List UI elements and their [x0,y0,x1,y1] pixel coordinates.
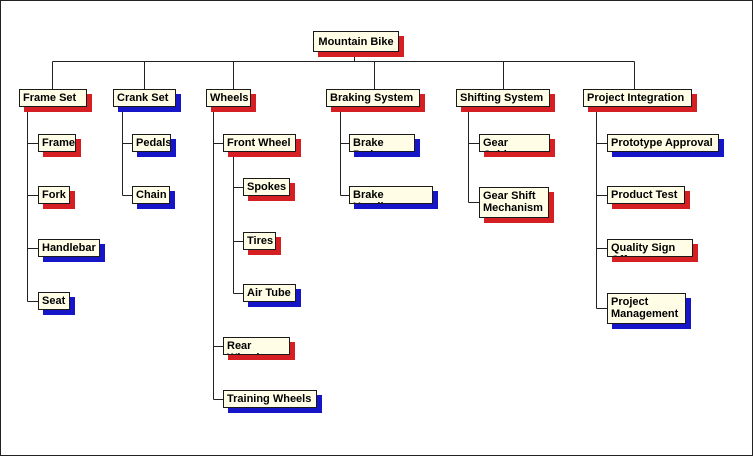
node-braking-system: Braking System [326,89,420,107]
node-chain: Chain [132,186,170,204]
node-fork: Fork [38,186,70,204]
node-rear-wheel: Rear Wheel [223,337,290,355]
node-handlebar: Handlebar [38,239,100,257]
node-prototype-approval: Prototype Approval [607,134,719,152]
node-seat: Seat [38,292,70,310]
node-spokes: Spokes [243,178,290,196]
node-gear-cables: Gear Cables [479,134,550,152]
node-pedals: Pedals [132,134,171,152]
node-training-wheels: Training Wheels [223,390,317,408]
node-project-integration: Project Integration [583,89,692,107]
node-brake-pads: Brake Pads [349,134,415,152]
node-quality-sign-off: Quality Sign Off [607,239,693,257]
node-mountain-bike: Mountain Bike [313,31,399,52]
node-front-wheel: Front Wheel [223,134,296,152]
node-brake-handles: Brake Handles [349,186,433,204]
node-air-tube: Air Tube [243,284,296,302]
node-project-management: Project Management [607,293,686,324]
node-frame: Frame [38,134,76,152]
node-frame-set: Frame Set [19,89,87,107]
node-wheels: Wheels [206,89,251,107]
node-product-test: Product Test [607,186,685,204]
node-shifting-system: Shifting System [456,89,550,107]
node-tires: Tires [243,232,276,250]
node-crank-set: Crank Set [113,89,176,107]
node-gear-shift-mechanism: Gear Shift Mechanism [479,187,549,218]
